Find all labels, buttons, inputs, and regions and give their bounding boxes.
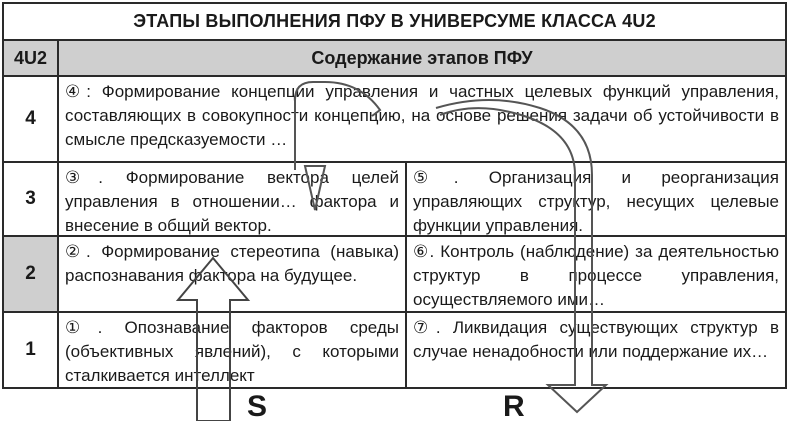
stage-2-marker: ② [65,242,87,261]
r-arrow-label: R [503,390,525,423]
row-2-left-content: ②. Формирование стереотипа (навыка) расп… [59,237,407,313]
stage-6-marker: ⑥ [413,242,430,261]
row-4-content: ④: Формирование концепции управления и ч… [59,77,785,163]
row-3-level: 3 [4,163,59,237]
stage-3-marker: ③ [65,168,99,187]
row-3-right-content: ⑤. Организация и реорганизация управляющ… [407,163,785,237]
row-4-level: 4 [4,77,59,163]
stage-5-text: . Организация и реорганизация управляющи… [413,168,779,235]
stage-3-text: . Формирование вектора целей управления … [65,168,399,235]
row-1-right-content: ⑦. Ликвидация существующих структур в сл… [407,313,785,387]
header-level-cell: 4U2 [4,41,59,77]
table-title: ЭТАПЫ ВЫПОЛНЕНИЯ ПФУ В УНИВЕРСУМЕ КЛАССА… [4,4,785,41]
stage-1-marker: ① [65,318,98,337]
stage-2-text: . Формирование стереотипа (навыка) распо… [65,242,399,285]
stage-7-marker: ⑦ [413,318,436,337]
s-arrow-label: S [247,390,268,423]
stage-4-marker: ④ [65,82,87,101]
row-2-level: 2 [4,237,59,313]
stage-4-text: : Формирование концепции управления и ча… [65,82,779,149]
row-3-left-content: ③. Формирование вектора целей управления… [59,163,407,237]
row-1-level: 1 [4,313,59,387]
stage-5-marker: ⑤ [413,168,454,187]
stage-6-text: . Контроль (наблюдение) за деятельностью… [413,242,779,309]
stage-7-text: . Ликвидация существующих структур в слу… [413,318,779,361]
row-1-left-content: ①. Опознавание факторов среды (объективн… [59,313,407,387]
header-content-cell: Содержание этапов ПФУ [59,41,785,77]
row-2-right-content: ⑥. Контроль (наблюдение) за деятельность… [407,237,785,313]
stage-1-text: . Опознавание факторов среды (объективны… [65,318,399,385]
stages-table: ЭТАПЫ ВЫПОЛНЕНИЯ ПФУ В УНИВЕРСУМЕ КЛАССА… [2,2,787,389]
